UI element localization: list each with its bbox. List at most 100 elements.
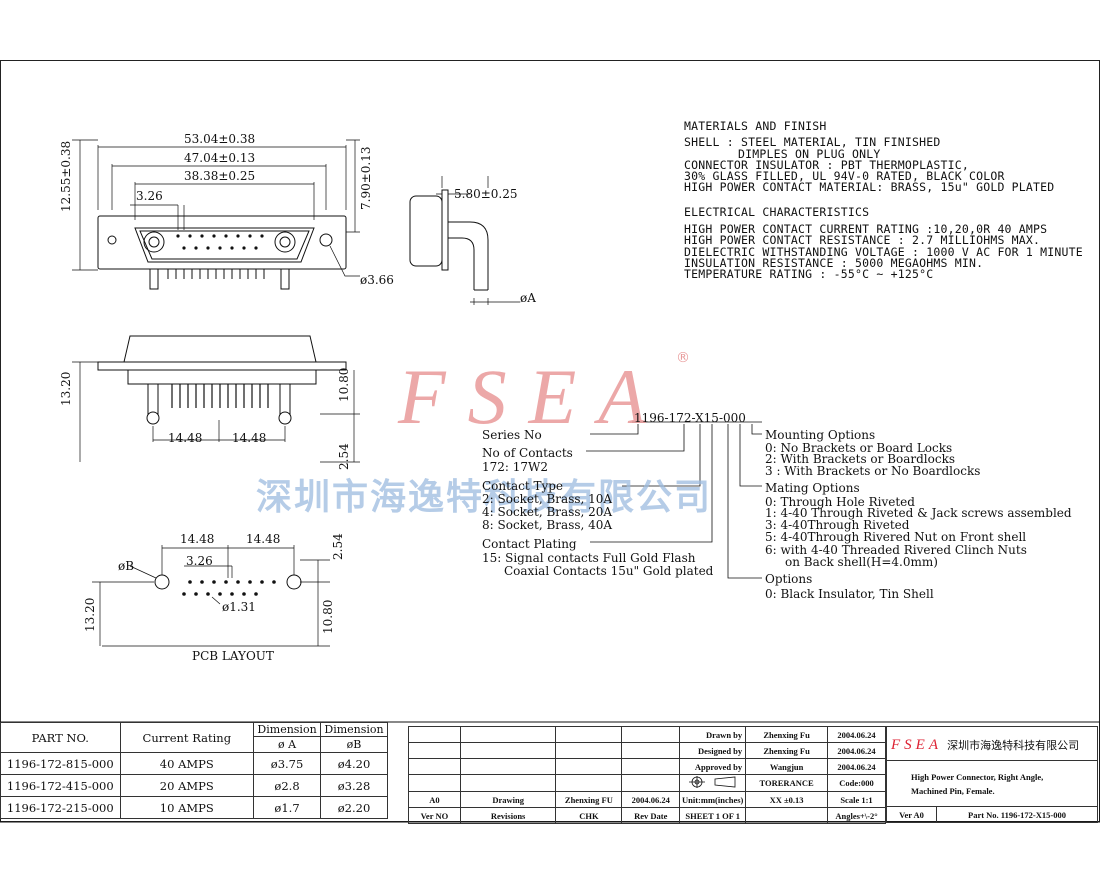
code: Code:000 — [827, 774, 886, 792]
materials-line: DIMPLES ON PLUG ONLY — [738, 147, 881, 161]
ordering-code: 1196-172-X15-000 — [634, 411, 746, 425]
pcb-pitch: 3.26 — [186, 554, 213, 568]
rev-date: 2004.06.24 — [621, 791, 681, 808]
drawn-date: 2004.06.24 — [827, 726, 886, 743]
pcb-phi-b: øB — [118, 559, 135, 573]
rev-chk: Zhenxing FU — [555, 791, 623, 808]
pcb-offset: 2.54 — [331, 533, 345, 560]
approved-date: 2004.06.24 — [827, 758, 886, 775]
contacts-value: 172: 17W2 — [482, 460, 548, 474]
dim-pitch: 3.26 — [136, 189, 163, 203]
dim-height: 12.55±0.38 — [59, 140, 73, 212]
mating-option: 5: 4-40Through Rivered Nut on Front shel… — [765, 530, 1027, 544]
mating-option: 1: 4-40 Through Riveted & Jack screws as… — [765, 506, 1072, 520]
parts-header: Current Rating — [119, 722, 255, 753]
materials-heading: MATERIALS AND FINISH — [684, 119, 827, 133]
series-label: Series No — [482, 428, 542, 442]
parts-header: Dimension — [253, 722, 322, 737]
mounting-option: 2: With Brackets or Boardlocks — [765, 452, 956, 466]
version: Ver A0 — [886, 806, 937, 823]
mounting-label: Mounting Options — [765, 428, 876, 442]
rev-header: Revisions — [459, 807, 557, 824]
designed-name: Zhenxing Fu — [745, 742, 829, 759]
rev-header: CHK — [555, 807, 623, 824]
dim-overall-width: 53.04±0.38 — [184, 132, 256, 146]
front-view — [72, 139, 360, 290]
angles: Angles+\-2° — [827, 807, 886, 824]
mounting-option: 3 : With Brackets or No Boardlocks — [765, 464, 981, 478]
parts-table: PART NO. Current Rating Dimension Dimens… — [0, 722, 388, 819]
revision-table: Drawn by Zhenxing Fu 2004.06.24 Designed… — [408, 726, 886, 824]
mounting-option: 0: No Brackets or Board Locks — [765, 441, 953, 455]
part-number: Part No. 1196-172-X15-000 — [936, 806, 1098, 823]
dim-phi-a: øA — [520, 291, 536, 305]
part-description: High Power Connector, Right Angle, — [911, 771, 1044, 782]
dim-depth: 5.80±0.25 — [454, 187, 518, 201]
materials-line: HIGH POWER CONTACT MATERIAL: BRASS, 15u"… — [684, 180, 1055, 194]
materials-line: CONNECTOR INSULATOR : PBT THERMOPLASTIC, — [684, 158, 969, 172]
dimension-a: ø1.7 — [253, 796, 322, 819]
contact-type-label: Contact Type — [482, 479, 564, 493]
dim-shell-height: 7.90±0.13 — [359, 146, 373, 211]
pcb-height-2: 10.80 — [321, 599, 335, 634]
dimension-b: ø2.20 — [320, 796, 388, 819]
contact-type-option: 2: Socket, Brass, 10A — [482, 492, 613, 506]
options-label: Options — [765, 572, 813, 586]
side-view — [409, 176, 520, 305]
dimension-a: ø2.8 — [253, 774, 322, 797]
current-rating: 40 AMPS — [119, 752, 255, 775]
bottom-view — [72, 335, 360, 463]
dimension-b: ø4.20 — [320, 752, 388, 775]
mating-option: 3: 4-40Through Riveted — [765, 518, 910, 532]
rev-revision: Drawing — [459, 791, 557, 808]
dimension-a: ø3.75 — [253, 752, 322, 775]
mating-option: 0: Through Hole Riveted — [765, 495, 915, 509]
pcb-layout-view — [92, 545, 330, 647]
pcb-spacing-1: 14.48 — [180, 532, 215, 546]
tolerance-xx: XX ±0.13 — [745, 791, 829, 808]
designed-label: Designed by — [679, 742, 747, 759]
electrical-line: HIGH POWER CONTACT RESISTANCE : 2.7 MILL… — [684, 233, 1041, 247]
dim-tail-height: 10.80 — [337, 367, 351, 402]
contact-type-option: 4: Socket, Brass, 20A — [482, 505, 613, 519]
plating-option: 15: Signal contacts Full Gold Flash — [482, 551, 696, 565]
watermark-logo: FSEA — [398, 353, 668, 440]
dim-offset: 2.54 — [337, 443, 351, 470]
electrical-line: TEMPERATURE RATING : -55°C ~ +125°C — [684, 267, 934, 281]
parts-header: PART NO. — [0, 722, 121, 753]
dim-side-height: 13.20 — [59, 371, 73, 406]
company-title-block: FSEA 深圳市海逸特科技有限公司 High Power Connector, … — [886, 726, 1098, 823]
dim-pin-spacing-2: 14.48 — [232, 431, 267, 445]
contacts-label: No of Contacts — [482, 446, 573, 460]
part-no: 1196-172-815-000 — [0, 752, 121, 775]
mating-option: 6: with 4-40 Threaded Rivered Clinch Nut… — [765, 543, 1027, 557]
drawn-label: Drawn by — [679, 726, 747, 743]
mating-label: Mating Options — [765, 481, 860, 495]
dim-hole: ø3.66 — [360, 273, 394, 287]
table-row: 1196-172-815-000 40 AMPS ø3.75 ø4.20 — [0, 752, 388, 775]
materials-line: SHELL : STEEL MATERIAL, TIN FINISHED — [684, 135, 941, 149]
parts-subheader: øB — [320, 736, 388, 753]
projection-symbol-icon — [679, 774, 747, 792]
plating-option: Coaxial Contacts 15u" Gold plated — [504, 564, 714, 578]
approved-label: Approved by — [679, 758, 747, 775]
table-row: 1196-172-215-000 10 AMPS ø1.7 ø2.20 — [0, 796, 388, 819]
dim-shell-width: 38.38±0.25 — [184, 169, 256, 183]
approved-name: Wangjun — [745, 758, 829, 775]
parts-header: Dimension — [320, 722, 388, 737]
mating-option: on Back shell(H=4.0mm) — [785, 555, 938, 569]
watermark-company: 深圳市海逸特科技有限公司 — [256, 477, 713, 518]
rev-ver: A0 — [408, 791, 461, 808]
scale: Scale 1:1 — [827, 791, 886, 808]
watermark-registered: ® — [676, 350, 690, 366]
company-logo: FSEA — [891, 736, 942, 753]
contact-type-option: 8: Socket, Brass, 40A — [482, 518, 613, 532]
options-value: 0: Black Insulator, Tin Shell — [765, 587, 934, 601]
tolerance-label: TORERANCE — [745, 774, 829, 792]
dim-mount-width: 47.04±0.13 — [184, 151, 256, 165]
electrical-line: INSULATION RESISTANCE : 5000 MEGAOHMS MI… — [684, 256, 984, 270]
materials-line: 30% GLASS FILLED, UL 94V-0 RATED, BLACK … — [684, 169, 1005, 183]
electrical-heading: ELECTRICAL CHARACTERISTICS — [684, 205, 870, 219]
plating-label: Contact Plating — [482, 537, 577, 551]
current-rating: 10 AMPS — [119, 796, 255, 819]
